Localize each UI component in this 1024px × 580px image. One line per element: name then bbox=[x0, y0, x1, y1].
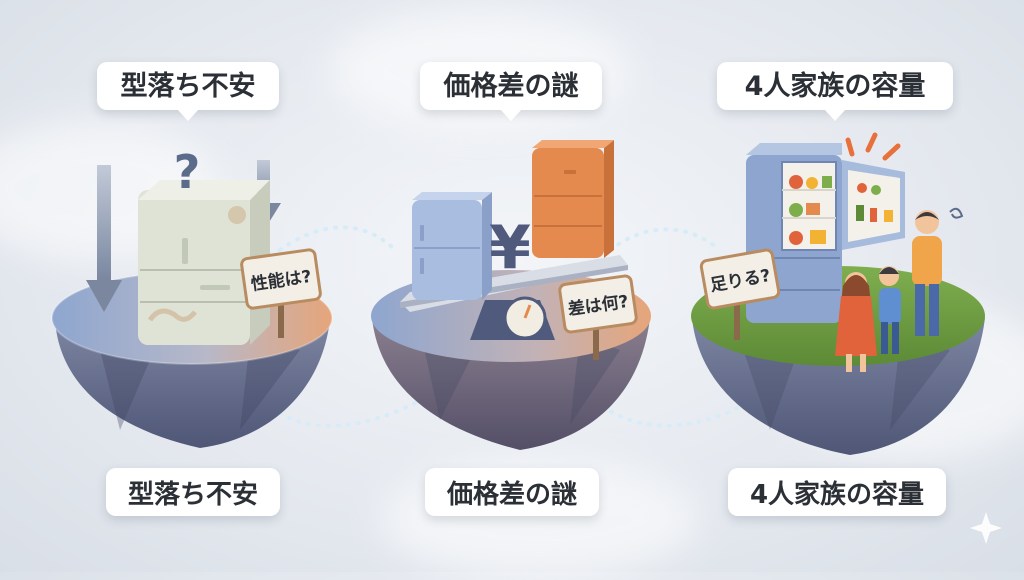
blue-fridge bbox=[412, 192, 492, 300]
panel-2-caption: 価格差の謎 bbox=[425, 468, 599, 516]
panel-3-heading: 4人家族の容量 bbox=[717, 62, 953, 121]
orange-fridge bbox=[532, 140, 614, 258]
yen-icon: ¥ bbox=[489, 213, 531, 283]
panel-2-heading: 価格差の謎 bbox=[420, 62, 602, 121]
signpost bbox=[240, 248, 322, 338]
panel-3-caption: 4人家族の容量 bbox=[728, 468, 946, 516]
down-arrow-icon bbox=[86, 165, 122, 312]
question-mark-icon: ? bbox=[174, 145, 201, 199]
panel-1-caption: 型落ち不安 bbox=[106, 468, 280, 516]
family bbox=[835, 207, 964, 372]
spark-icon bbox=[970, 512, 1002, 544]
signpost bbox=[558, 274, 638, 360]
panel-1-heading: 型落ち不安 bbox=[97, 62, 279, 121]
alert-burst-icon bbox=[845, 132, 901, 161]
signpost bbox=[699, 248, 781, 340]
